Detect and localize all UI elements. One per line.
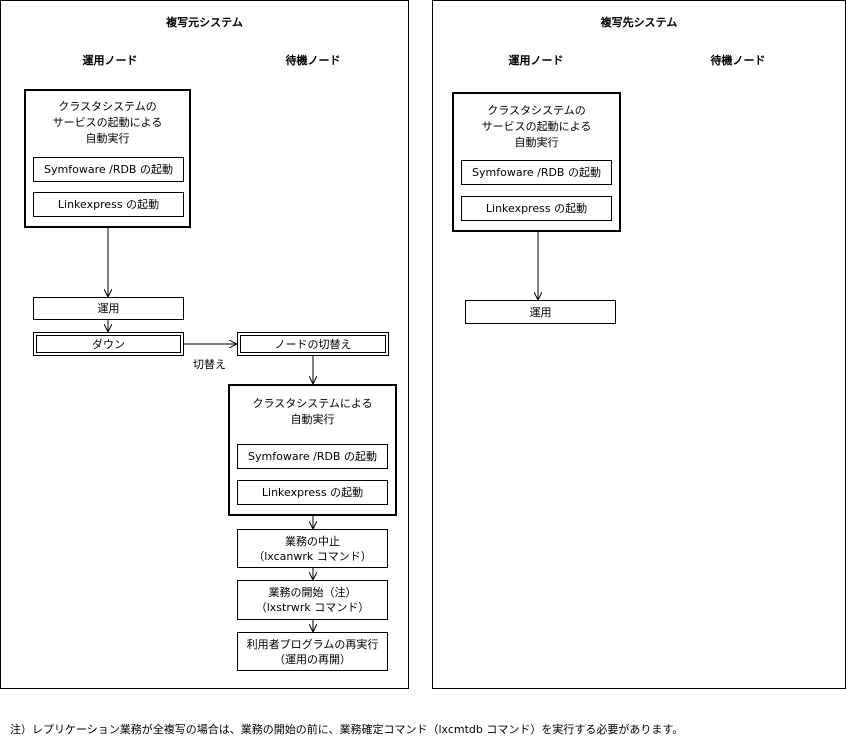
standby-auto-exec-group [228, 384, 397, 516]
node-switch-label: ノードの切替え [240, 335, 386, 353]
source-linkexpress-start: Linkexpress の起動 [33, 192, 184, 217]
footnote: 注）レプリケーション業務が全複写の場合は、業務の開始の前に、業務確定コマンド（l… [10, 723, 684, 736]
source-down-box: ダウン [33, 332, 184, 356]
node-switch-box: ノードの切替え [237, 332, 389, 356]
source-system-title: 複写元システム [166, 16, 243, 29]
target-active-node-label: 運用ノード [508, 54, 564, 67]
target-auto-exec-group [452, 92, 621, 232]
source-down-label: ダウン [36, 335, 181, 353]
source-auto-exec-text: クラスタシステムの サービスの起動による 自動実行 [52, 100, 163, 145]
target-linkexpress-start: Linkexpress の起動 [461, 196, 612, 221]
source-active-node-label: 運用ノード [82, 54, 138, 67]
standby-auto-exec-text: クラスタシステムによる 自動実行 [252, 397, 373, 426]
switchover-label: 切替え [193, 358, 226, 371]
business-stop-box: 業務の中止 （lxcanwrk コマンド） [237, 529, 388, 568]
target-system-title: 複写先システム [600, 16, 678, 29]
source-auto-exec-group [24, 89, 191, 228]
user-program-rerun-box: 利用者プログラムの再実行 （運用の再開） [237, 632, 388, 671]
target-standby-node-label: 待機ノード [710, 54, 766, 67]
target-operation-box: 運用 [465, 300, 616, 324]
standby-linkexpress-start: Linkexpress の起動 [237, 480, 388, 505]
source-symfoware-start: Symfoware /RDB の起動 [33, 157, 184, 182]
target-symfoware-start: Symfoware /RDB の起動 [461, 160, 612, 185]
business-start-box: 業務の開始（注） （lxstrwrk コマンド） [237, 580, 388, 620]
source-system-panel [0, 0, 409, 689]
target-auto-exec-text: クラスタシステムの サービスの起動による 自動実行 [481, 104, 592, 149]
source-operation-box: 運用 [33, 297, 184, 320]
standby-symfoware-start: Symfoware /RDB の起動 [237, 444, 388, 469]
source-standby-node-label: 待機ノード [285, 54, 341, 67]
